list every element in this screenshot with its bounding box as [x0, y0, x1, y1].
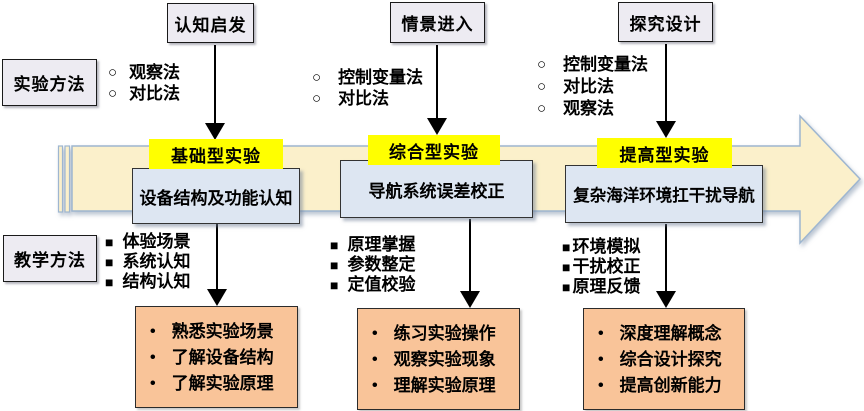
- experiment-box-1: 设备结构及功能认知: [132, 168, 300, 224]
- outcome-box-3: •深度理解概念 •综合设计探究 •提高创新能力: [583, 308, 745, 410]
- outcome-box-2: •练习实验操作 •观察实验现象 •理解实验原理: [357, 308, 520, 410]
- down-arrow-phase-2: [427, 45, 447, 135]
- method-item: ○观察法: [108, 63, 181, 82]
- dot-bullet-icon: •: [598, 325, 604, 342]
- square-bullet-icon: ■: [562, 239, 571, 255]
- row-label-experiment-method: 实验方法: [2, 59, 97, 106]
- method-item: ○对比法: [108, 84, 181, 103]
- phase-label: 探究设计: [629, 14, 702, 34]
- phase-label: 情景进入: [401, 15, 474, 34]
- square-bullet-icon: ■: [330, 257, 339, 273]
- method-item: ○对比法: [312, 89, 390, 108]
- circle-bullet-icon: ○: [108, 85, 118, 102]
- outcome-item: •了解实验原理: [150, 371, 297, 397]
- square-bullet-icon: ■: [562, 259, 571, 275]
- teaching-item: ■参数整定: [330, 255, 416, 274]
- process-arrow-tail-stripe: [64, 145, 71, 213]
- down-arrow-phase-1: [205, 45, 225, 140]
- outcome-box-1: •熟悉实验场景 •了解设备结构 •了解实验原理: [135, 306, 298, 408]
- outcome-item: •提高创新能力: [598, 373, 744, 399]
- row-label-text: 实验方法: [13, 75, 86, 94]
- outcome-item: •综合设计探究: [598, 347, 744, 373]
- phase-box-inquiry-design: 探究设计: [618, 2, 713, 42]
- phase-label: 认知启发: [174, 15, 247, 35]
- teaching-item: ■定值校验: [330, 275, 416, 294]
- dot-bullet-icon: •: [150, 349, 156, 366]
- circle-bullet-icon: ○: [537, 56, 547, 73]
- circle-bullet-icon: ○: [312, 69, 322, 86]
- teaching-item: ■原理反馈: [562, 277, 641, 296]
- dot-bullet-icon: •: [372, 377, 378, 394]
- dot-bullet-icon: •: [372, 325, 378, 342]
- dot-bullet-icon: •: [150, 323, 156, 340]
- experiment-box-2: 导航系统误差校正: [340, 160, 533, 218]
- phase-box-scenario-entry: 情景进入: [390, 2, 485, 43]
- method-list-1: ○观察法 ○对比法: [108, 62, 180, 104]
- square-bullet-icon: ■: [105, 234, 114, 250]
- process-arrow-tail-stripe: [57, 145, 64, 213]
- circle-bullet-icon: ○: [312, 90, 322, 107]
- method-list-2: ○控制变量法 ○对比法: [312, 67, 423, 109]
- down-arrow-outcome-2: [460, 219, 480, 308]
- circle-bullet-icon: ○: [537, 100, 547, 117]
- row-label-text: 教学方法: [14, 251, 86, 270]
- dot-bullet-icon: •: [598, 377, 604, 394]
- row-label-teaching-method: 教学方法: [3, 235, 97, 282]
- outcome-item: •熟悉实验场景: [150, 319, 297, 345]
- experiment-box-3: 复杂海洋环境扛干扰导航: [565, 165, 763, 223]
- down-arrow-phase-3: [656, 44, 676, 138]
- stage-label-advanced-experiment: 提高型实验: [597, 138, 732, 168]
- teaching-list-1: ■体验场景 ■系统认知 ■结构认知: [105, 232, 190, 292]
- circle-bullet-icon: ○: [108, 64, 118, 81]
- outcome-item: •了解设备结构: [150, 345, 297, 371]
- outcome-item: •理解实验原理: [372, 373, 519, 399]
- square-bullet-icon: ■: [562, 279, 571, 295]
- method-item: ○观察法: [537, 99, 615, 118]
- square-bullet-icon: ■: [105, 254, 114, 270]
- method-item: ○控制变量法: [312, 68, 424, 87]
- method-item: ○控制变量法: [537, 55, 649, 74]
- stage-label-comprehensive-experiment: 综合型实验: [368, 135, 500, 165]
- down-arrow-outcome-3: [656, 224, 676, 308]
- dot-bullet-icon: •: [150, 375, 156, 392]
- outcome-item: •观察实验现象: [372, 347, 519, 373]
- dot-bullet-icon: •: [598, 351, 604, 368]
- down-arrow-outcome-1: [207, 224, 227, 306]
- teaching-list-2: ■原理掌握 ■参数整定 ■定值校验: [330, 235, 415, 295]
- teaching-item: ■结构认知: [105, 272, 191, 291]
- dot-bullet-icon: •: [372, 351, 378, 368]
- square-bullet-icon: ■: [330, 277, 339, 293]
- outcome-item: •深度理解概念: [598, 321, 744, 347]
- square-bullet-icon: ■: [105, 274, 114, 290]
- teaching-item: ■原理掌握: [330, 235, 416, 254]
- square-bullet-icon: ■: [330, 237, 339, 253]
- teaching-item: ■环境模拟: [562, 237, 641, 256]
- teaching-list-3: ■环境模拟 ■干扰校正 ■原理反馈: [562, 237, 640, 297]
- teaching-item: ■体验场景: [105, 232, 191, 251]
- circle-bullet-icon: ○: [537, 78, 547, 95]
- stage-label-basic-experiment: 基础型实验: [149, 139, 283, 169]
- teaching-item: ■干扰校正: [562, 257, 641, 276]
- outcome-item: •练习实验操作: [372, 321, 519, 347]
- method-list-3: ○控制变量法 ○对比法 ○观察法: [537, 54, 648, 120]
- method-item: ○对比法: [537, 77, 615, 96]
- phase-box-cognitive-inspiration: 认知启发: [167, 3, 254, 43]
- teaching-item: ■系统认知: [105, 252, 191, 271]
